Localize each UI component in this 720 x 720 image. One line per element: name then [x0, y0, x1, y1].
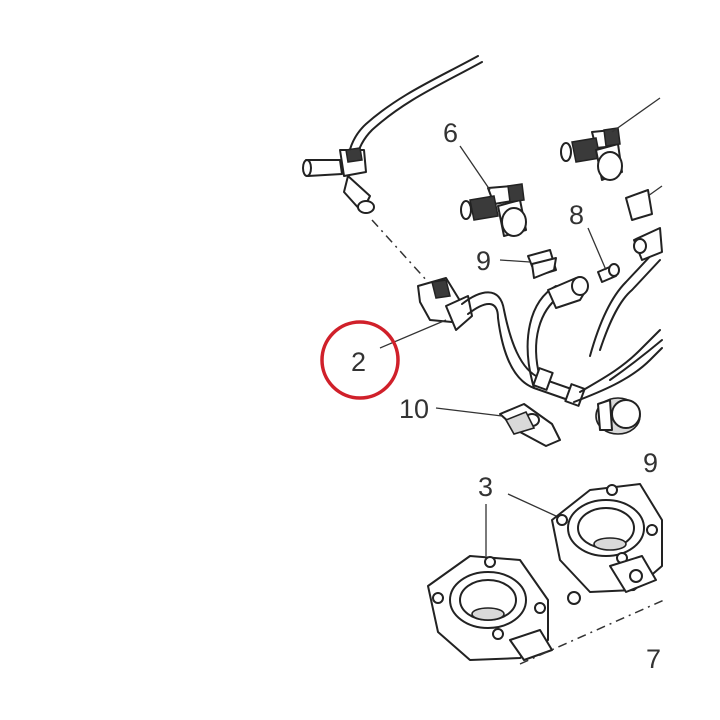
- callout-3[interactable]: 3: [478, 472, 493, 502]
- throttle-body-rear: [551, 483, 663, 605]
- highlight-circle: [320, 320, 400, 400]
- leader-2: [379, 319, 447, 349]
- callout-9-right[interactable]: 9: [643, 448, 658, 478]
- fuel-rail: [573, 189, 663, 435]
- injector-left: [460, 183, 527, 237]
- throttle-body-front: [427, 555, 553, 661]
- injector-right: [560, 127, 623, 181]
- leader-9b: [647, 185, 663, 197]
- assembly-axis-line: [371, 219, 429, 283]
- callout-6[interactable]: 6: [443, 118, 458, 148]
- retaining-clip: [527, 249, 557, 279]
- leader-3b: [507, 493, 557, 517]
- bottom-axis-line: [519, 599, 665, 665]
- callout-7[interactable]: 7: [646, 644, 661, 674]
- bracket: [499, 403, 561, 447]
- leader-6: [459, 145, 491, 191]
- callout-9-left[interactable]: 9: [476, 246, 491, 276]
- callout-8[interactable]: 8: [569, 200, 584, 230]
- leader-6b: [611, 97, 661, 133]
- callout-2[interactable]: 2: [351, 347, 366, 377]
- leader-9: [499, 259, 531, 263]
- fuel-hose-assembly: [417, 276, 589, 407]
- leader-10: [435, 407, 503, 417]
- leader-8: [587, 227, 607, 271]
- callout-10[interactable]: 10: [399, 394, 429, 424]
- fuel-hose-top: [302, 55, 483, 214]
- screw: [597, 263, 620, 283]
